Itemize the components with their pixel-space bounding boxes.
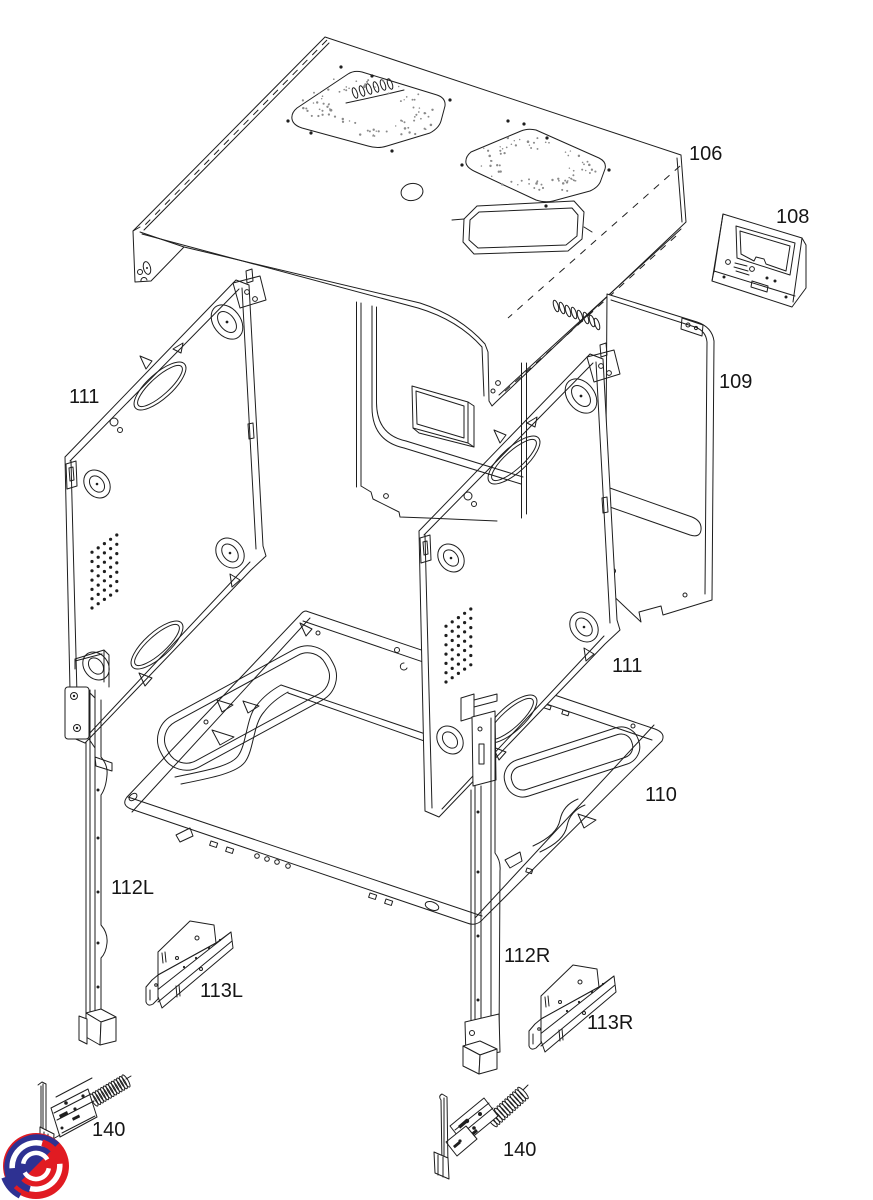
svg-text:109: 109: [719, 371, 752, 393]
svg-text:140: 140: [503, 1139, 536, 1161]
svg-text:113L: 113L: [200, 980, 243, 1002]
svg-text:113R: 113R: [587, 1012, 633, 1034]
svg-text:106: 106: [689, 143, 722, 165]
svg-text:111: 111: [69, 386, 99, 408]
svg-text:112L: 112L: [111, 877, 154, 899]
svg-text:140: 140: [92, 1119, 125, 1141]
svg-text:112R: 112R: [504, 945, 550, 967]
svg-text:110: 110: [645, 784, 677, 806]
svg-text:108: 108: [776, 206, 809, 228]
svg-text:111: 111: [612, 655, 642, 677]
